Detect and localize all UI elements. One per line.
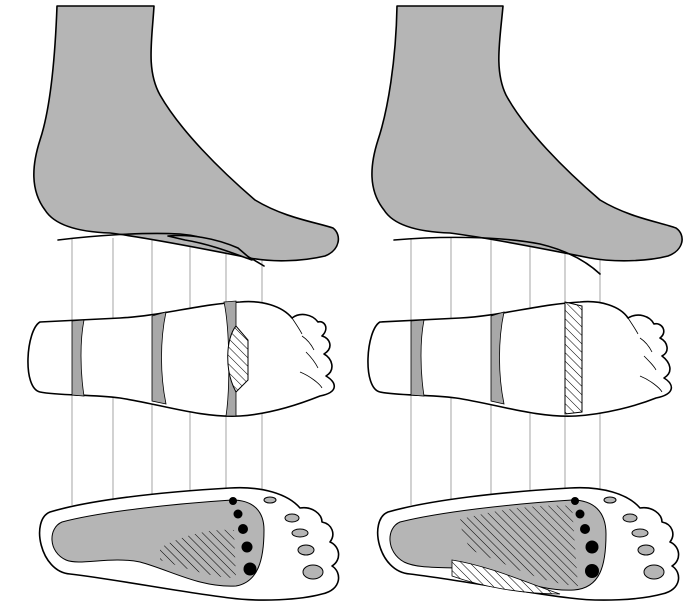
right-foot-side-view <box>372 6 682 261</box>
left-foot-plan-view <box>28 301 334 416</box>
left-sole-print <box>40 488 339 600</box>
right-sole-print <box>378 488 679 600</box>
right-panel <box>368 6 682 600</box>
left-foot-side-view <box>34 6 339 261</box>
right-foot-plan-view <box>368 302 671 417</box>
right-hatched-pressure-zone <box>565 302 582 414</box>
left-panel <box>28 6 339 600</box>
